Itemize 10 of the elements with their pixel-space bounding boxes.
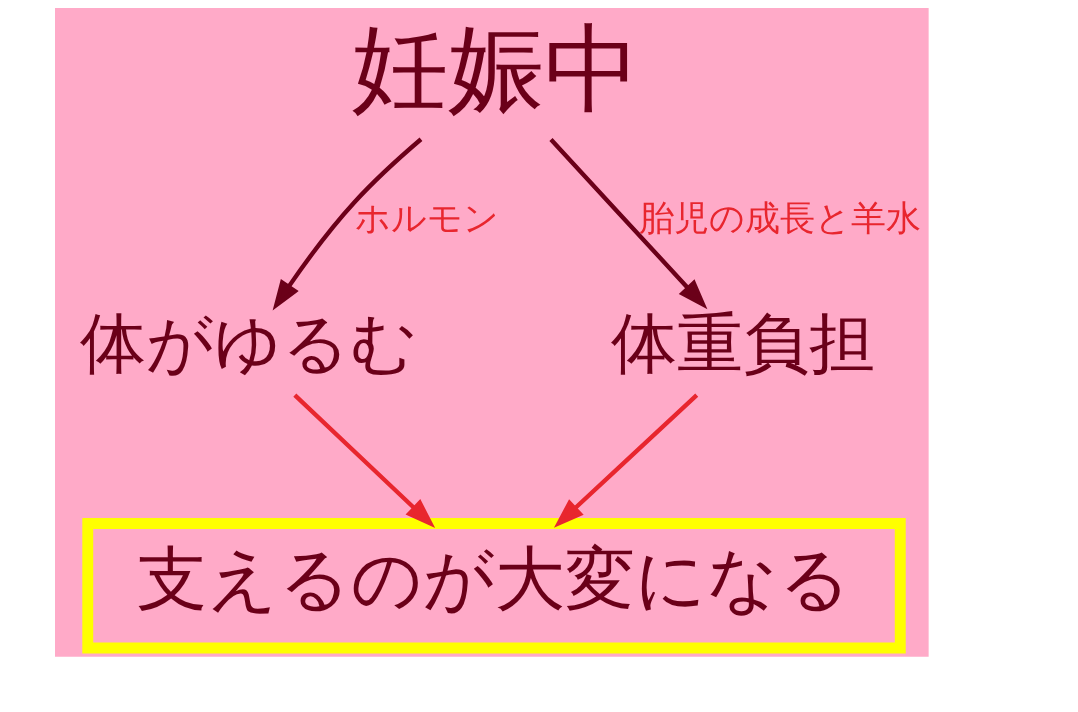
node-text: 妊娠中 xyxy=(352,13,641,126)
node-text: 体がゆるむ xyxy=(80,305,419,382)
edge-label: ホルモン xyxy=(355,198,500,239)
node-text: 体重負担 xyxy=(611,305,875,382)
arrow xyxy=(549,138,708,310)
edge-label: 胎児の成長と羊水 xyxy=(639,198,922,239)
node-box: 支えるのが大変になる xyxy=(82,518,906,654)
arrow xyxy=(293,393,436,528)
arrow xyxy=(553,393,699,528)
arrow xyxy=(272,137,423,311)
